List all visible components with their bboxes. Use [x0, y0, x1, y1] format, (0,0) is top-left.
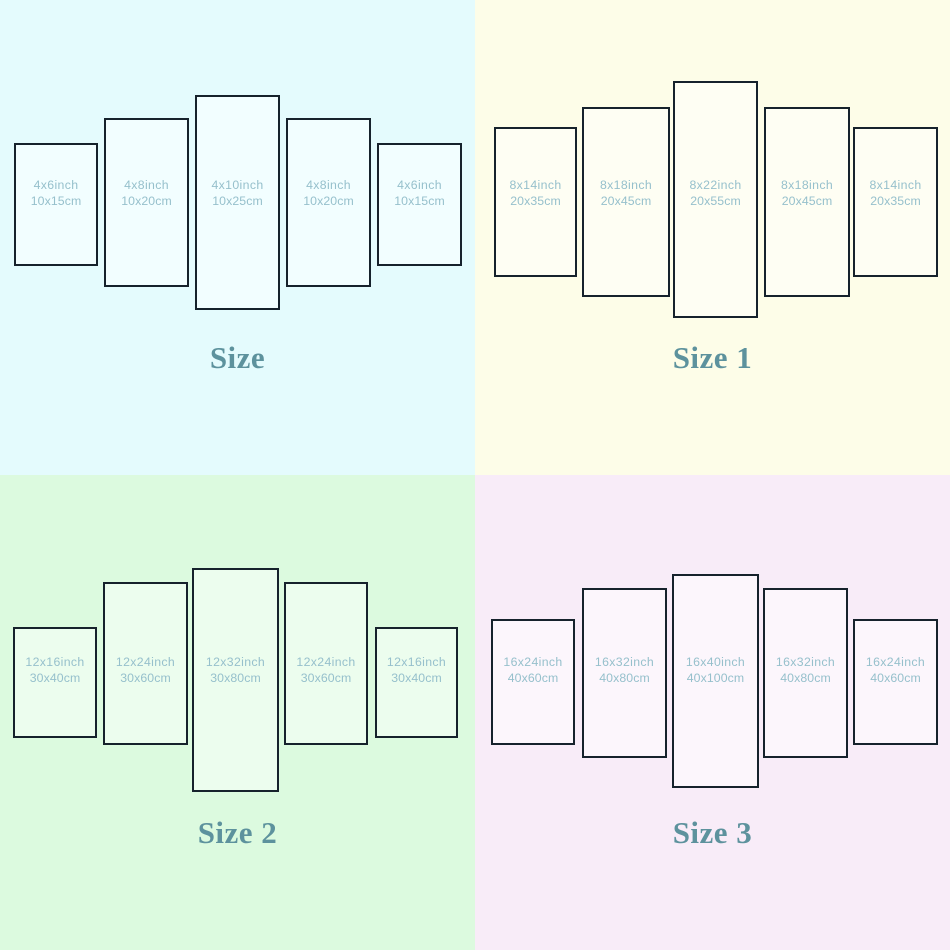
panel-size-cm: 40x80cm	[780, 670, 831, 685]
panel-size-cm: 10x20cm	[121, 193, 172, 208]
panel-size-cm: 40x100cm	[686, 670, 745, 685]
panel-size-inch: 12x32inch	[205, 655, 266, 669]
panel-size-cm: 10x25cm	[212, 193, 263, 208]
panel-size-inch: 8x18inch	[780, 178, 834, 192]
panel-size-inch: 12x16inch	[25, 655, 85, 669]
canvas-panel-size-1[interactable]	[14, 143, 98, 266]
panel-size-cm: 30x80cm	[210, 670, 261, 685]
quadrant-title-size-1: Size 1	[672, 340, 753, 375]
panel-size-cm: 30x40cm	[29, 670, 81, 685]
panel-size-inch: 12x16inch	[386, 655, 447, 669]
canvas-panel-size-2-3[interactable]	[192, 568, 279, 792]
canvas-panel-size-4[interactable]	[286, 118, 371, 287]
panel-size-inch: 4x8inch	[124, 178, 169, 192]
panel-size-inch: 12x24inch	[115, 655, 176, 669]
canvas-panel-size-1-3[interactable]	[673, 81, 758, 318]
panel-size-cm: 10x20cm	[303, 193, 354, 208]
canvas-panel-size-2[interactable]	[104, 118, 189, 287]
panel-size-cm: 40x60cm	[507, 670, 559, 685]
canvas-panel-size-1-4[interactable]	[764, 107, 850, 297]
canvas-panel-size-2-5[interactable]	[375, 627, 458, 738]
panel-size-inch: 4x10inch	[211, 178, 264, 192]
panel-size-cm: 10x15cm	[30, 193, 82, 208]
panel-size-inch: 16x32inch	[775, 655, 836, 669]
canvas-panel-size-5[interactable]	[377, 143, 462, 266]
panel-size-cm: 30x60cm	[120, 670, 171, 685]
canvas-panel-size-1-1[interactable]	[494, 127, 577, 277]
panel-size-inch: 8x22inch	[689, 178, 742, 192]
panel-size-inch: 16x32inch	[594, 655, 655, 669]
panel-size-inch: 8x14inch	[509, 178, 562, 192]
canvas-panel-size-1-5[interactable]	[853, 127, 938, 277]
panel-size-inch: 16x40inch	[685, 655, 746, 669]
quadrant-title-size-2: Size 2	[197, 815, 278, 850]
quadrant-title-size: Size	[209, 340, 266, 375]
panel-size-inch: 16x24inch	[503, 655, 563, 669]
canvas-panel-size-3-5[interactable]	[853, 619, 938, 745]
canvas-panel-size-3-4[interactable]	[763, 588, 848, 758]
quadrant-title-size-3: Size 3	[672, 815, 753, 850]
panel-size-inch: 4x8inch	[306, 178, 351, 192]
panel-size-inch: 8x18inch	[599, 178, 653, 192]
canvas-panel-size-3-3[interactable]	[672, 574, 759, 788]
canvas-panel-size-1-2[interactable]	[582, 107, 670, 297]
panel-size-cm: 10x15cm	[394, 193, 445, 208]
panel-size-cm: 20x35cm	[510, 193, 561, 208]
canvas-panel-size-2-1[interactable]	[13, 627, 97, 738]
panel-size-inch: 12x24inch	[296, 655, 356, 669]
canvas-panel-size-3-2[interactable]	[582, 588, 667, 758]
panel-size-cm: 30x60cm	[300, 670, 352, 685]
panel-size-inch: 4x6inch	[397, 178, 442, 192]
panel-size-inch: 4x6inch	[33, 178, 79, 192]
canvas-panel-size-3-1[interactable]	[491, 619, 575, 745]
panel-size-inch: 8x14inch	[869, 178, 922, 192]
panel-size-cm: 20x45cm	[781, 193, 833, 208]
panel-size-cm: 40x60cm	[870, 670, 921, 685]
canvas-panel-size-2-4[interactable]	[284, 582, 368, 745]
panel-size-inch: 16x24inch	[865, 655, 926, 669]
panel-size-cm: 20x45cm	[600, 193, 652, 208]
canvas-panel-size-3[interactable]	[195, 95, 280, 310]
panel-size-cm: 20x55cm	[690, 193, 741, 208]
canvas-panel-size-2-2[interactable]	[103, 582, 188, 745]
panel-size-cm: 20x35cm	[870, 193, 921, 208]
panel-size-cm: 40x80cm	[599, 670, 650, 685]
panel-size-cm: 30x40cm	[391, 670, 442, 685]
